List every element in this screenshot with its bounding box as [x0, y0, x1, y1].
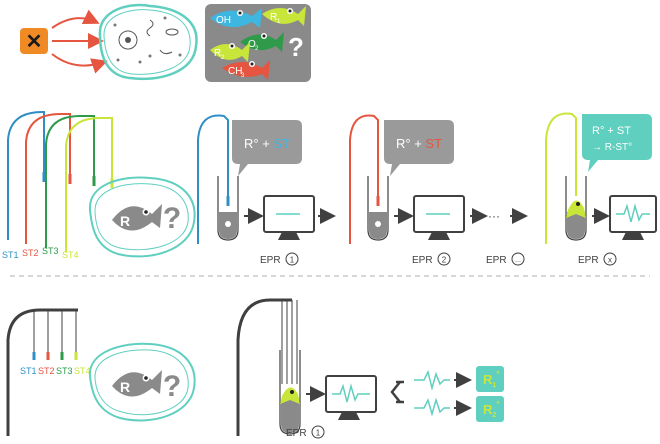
- svg-text:x: x: [608, 256, 612, 265]
- svg-text:2: 2: [442, 256, 447, 265]
- label-st2: ST2: [22, 248, 39, 258]
- radical-ch3-label: CH: [228, 66, 242, 77]
- cell-radical-icon: R ?: [88, 176, 196, 258]
- cell-r-label: R: [120, 213, 130, 229]
- rod-st2: [25, 113, 71, 244]
- svg-text:EPR: EPR: [260, 255, 281, 266]
- bubble-1-text: R° + ST: [244, 136, 290, 151]
- svg-text:R2°: R2°: [483, 399, 500, 419]
- cell-question: ?: [163, 202, 181, 235]
- question-mark: ?: [288, 32, 304, 62]
- svg-text:EPR: EPR: [578, 255, 599, 266]
- split-arrow: [390, 380, 404, 404]
- bubble-3-line1: R° + ST: [592, 125, 631, 137]
- bottom-label-st1: ST1: [20, 366, 37, 376]
- epr-label-2: EPR 2: [412, 252, 451, 266]
- epr-label-n: EPR ...: [486, 252, 525, 266]
- label-st4: ST4: [62, 250, 79, 260]
- combined-experiment: EPR 1 R1° R2°: [236, 298, 504, 439]
- ellipsis: ···: [488, 209, 500, 223]
- monitor-1: [263, 195, 315, 240]
- fish-r1-icon: R 1: [262, 6, 306, 26]
- bottom-epr-label: EPR 1: [286, 425, 325, 439]
- rod-st3: [45, 115, 95, 248]
- radical-oh-label: OH: [216, 15, 231, 26]
- svg-text:EPR: EPR: [412, 255, 433, 266]
- epr-label-x: EPR x: [578, 252, 617, 266]
- bottom-row: ST1 ST2 ST3 ST4 R ?: [6, 298, 504, 439]
- bottom-label-st4: ST4: [74, 366, 91, 376]
- bubble-2: R° + ST: [384, 120, 454, 176]
- epr-label-1: EPR 1: [260, 252, 299, 266]
- inhibitor-x-icon: ✕: [20, 28, 48, 54]
- result-r1: R1°: [476, 366, 504, 392]
- bottom-monitor: [325, 375, 377, 420]
- bubble-1: R° + ST: [232, 120, 302, 176]
- bottom-label-st2: ST2: [38, 366, 55, 376]
- radical-o2-sub: 2: [255, 46, 259, 52]
- combined-rod: [6, 308, 78, 436]
- x-icon-label: ✕: [26, 31, 43, 53]
- test-tube-2: [367, 176, 389, 241]
- fish-caught-icon: [566, 200, 586, 218]
- radical-o2-label: O: [248, 39, 256, 50]
- arrow-top: [51, 9, 100, 29]
- result-r2: R2°: [476, 396, 504, 422]
- bottom-cell-r-label: R: [120, 379, 130, 395]
- rod-st1: [7, 111, 45, 240]
- experiment-2: R° + ST EPR 2 ··· EPR: [349, 114, 528, 266]
- radical-r2-sub: 2: [221, 55, 225, 61]
- bottom-cell-radical-icon: R ?: [88, 342, 196, 422]
- fish-r-icon: [112, 204, 162, 231]
- radical-r2-label: R: [214, 48, 221, 59]
- fish-o2-icon: O 2: [240, 32, 284, 52]
- radical-ch3-sub: 3: [241, 73, 245, 79]
- top-row: ✕ OH: [20, 3, 311, 82]
- test-tube-x: [565, 176, 587, 241]
- label-st3: ST3: [42, 246, 59, 256]
- middle-row: ST1 ST2 ST3 ST4 R ? R° + ST: [2, 111, 657, 266]
- cell-icon: [98, 3, 198, 81]
- label-st1: ST1: [2, 250, 19, 260]
- rod-st4: [65, 117, 113, 252]
- bubble-3: R° + ST → R-ST°: [582, 114, 652, 172]
- fish-r2-icon: R 2: [210, 42, 250, 62]
- radicals-panel: OH R 1 O 2 R 2 C: [205, 4, 311, 82]
- test-tube-1: [217, 176, 239, 241]
- experiment-1: R° + ST EPR 1: [197, 114, 336, 266]
- bottom-cell-question: ?: [163, 370, 181, 403]
- svg-text:R1°: R1°: [483, 369, 500, 389]
- fish-ch3-icon: CH 3: [222, 60, 270, 80]
- spectrum-1: [414, 369, 450, 391]
- monitor-2: [413, 195, 465, 240]
- radical-r1-sub: 1: [277, 19, 281, 25]
- svg-text:...: ...: [515, 257, 521, 264]
- svg-text:1: 1: [290, 256, 295, 265]
- bubble-2-text: R° + ST: [396, 136, 442, 151]
- bottom-test-tube: [279, 350, 301, 435]
- radical-r1-label: R: [270, 12, 277, 23]
- experiment-x: R° + ST → R-ST° EPR x: [545, 112, 657, 266]
- fish-oh-icon: OH: [210, 8, 262, 28]
- arrow-bottom: [51, 53, 108, 74]
- spin-trap-rods: [7, 111, 114, 252]
- monitor-x: [609, 195, 657, 240]
- svg-text:1: 1: [316, 429, 321, 438]
- spectrum-2: [414, 397, 450, 417]
- bubble-3-line2: → R-ST°: [592, 142, 632, 153]
- svg-text:EPR: EPR: [286, 428, 307, 439]
- svg-text:EPR: EPR: [486, 255, 507, 266]
- bottom-label-st3: ST3: [56, 366, 73, 376]
